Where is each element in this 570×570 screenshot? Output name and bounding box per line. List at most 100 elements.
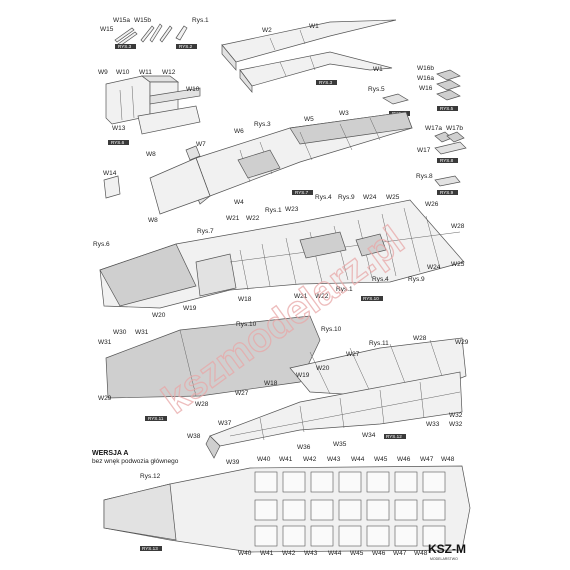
label-w48: W48 [441,456,455,463]
label-w17: W17 [417,147,431,154]
tag-rys7-top [292,190,313,195]
label-w47b: W47 [393,550,407,557]
part-w1-w2-stabilizer [221,19,397,93]
label-w40: W40 [257,456,271,463]
tag-rys5 [437,106,458,111]
label-rys8: Rys.8 [416,173,433,180]
label-w34: W34 [362,432,376,439]
tag-rys10-mid [361,296,383,301]
label-w32b: W32 [449,421,463,428]
tag-rys3 [316,80,337,85]
label-w25a: W25 [386,194,400,201]
label-rys10-a: Rys.10 [236,321,257,328]
label-w21b: W21 [294,293,308,300]
label-rys9-b: Rys.9 [408,276,425,283]
label-w17a: W17a [425,125,442,132]
label-w43b: W43 [304,550,318,557]
label-w41b: W41 [260,550,274,557]
label-w40b: W40 [238,550,252,557]
label-w38: W38 [187,433,201,440]
label-w10b: W10 [186,86,200,93]
label-w15b: W15b [134,17,151,24]
frame-grid [254,471,446,547]
label-w47: W47 [420,456,434,463]
label-w42: W42 [303,456,317,463]
tag-rys3-text: RYS.3 [319,80,333,85]
tag-rys6-small [108,140,129,145]
label-rys4-a: Rys.4 [315,194,332,201]
label-w7: W7 [196,141,206,148]
part-w16-stack [382,69,461,105]
label-w2: W2 [262,27,272,34]
version-title: WERSJA A [92,450,128,457]
label-w20b: W20 [316,365,330,372]
label-rys5: Rys.5 [368,86,385,93]
label-w17b: W17b [446,125,463,132]
tag-rys11 [145,416,167,421]
label-w27b: W27 [235,390,249,397]
label-w36: W36 [297,444,311,451]
part-w17 [434,131,467,187]
label-w26: W26 [425,201,439,208]
ksz-m-logo: KSZ-M MODELARSTWO [428,542,466,561]
label-rys6: Rys.6 [93,241,110,248]
label-w24a: W24 [363,194,377,201]
tag-rys11-text: RYS.11 [148,416,164,421]
tag-rys10-mid-text: RYS.10 [363,296,379,301]
tag-rys12-text: RYS.12 [386,434,402,439]
label-w22b: W22 [315,293,329,300]
label-w18a: W18 [238,296,252,303]
label-w28c: W28 [195,401,209,408]
label-w3: W3 [339,110,349,117]
part-spar-assembly [205,371,463,459]
label-w48b: W48 [414,550,428,557]
label-w24b: W24 [427,264,441,271]
label-rys9-a: Rys.9 [338,194,355,201]
tag-rys9-text: RYS.9 [440,190,454,195]
label-w44b: W44 [328,550,342,557]
label-w30: W30 [113,329,127,336]
label-w22a: W22 [246,215,260,222]
label-w19b: W19 [296,372,310,379]
label-w29a: W29 [455,339,469,346]
label-w39: W39 [226,459,240,466]
label-w29b: W29 [98,395,112,402]
label-w28b: W28 [413,335,427,342]
logo-text: KSZ-M [428,542,466,556]
label-rys12: Rys.12 [140,473,161,480]
tag-rys2 [176,44,197,49]
tag-rys2-text: RYS.2 [179,44,193,49]
label-w5: W5 [304,116,314,123]
label-w31a: W31 [98,339,112,346]
label-w45b: W45 [350,550,364,557]
label-w9: W9 [98,69,108,76]
label-w31b: W31 [135,329,149,336]
part-fuselage-rear [149,111,413,215]
part-cockpit-w9-w13 [105,75,201,135]
label-w43: W43 [327,456,341,463]
part-w15-strips [114,23,188,47]
label-w10a: W10 [116,69,130,76]
label-w15a: W15a [113,17,130,24]
label-w41: W41 [279,456,293,463]
tag-rys6-small-text: RYS.6 [111,140,125,145]
label-w11: W11 [139,69,152,76]
label-w6: W6 [234,128,244,135]
label-w45: W45 [374,456,388,463]
tag-rys13 [140,546,162,551]
label-w16a: W16a [417,75,434,82]
label-w35: W35 [333,441,347,448]
label-w12: W12 [162,69,176,76]
label-rys7: Rys.7 [197,228,214,235]
label-rys1-top: Rys.1 [192,17,209,24]
label-rys1-b: Rys.1 [336,286,353,293]
label-rys10-b: Rys.10 [321,326,342,333]
label-w46b: W46 [372,550,386,557]
label-w14: W14 [103,170,117,177]
label-w32a: W32 [449,412,463,419]
label-rys1-mid: Rys.1 [265,207,282,214]
version-subtitle: bez wnęk podwozia głównego [92,458,179,465]
tag-rys9 [437,190,458,195]
label-w44: W44 [351,456,365,463]
label-w28a: W28 [451,223,465,230]
